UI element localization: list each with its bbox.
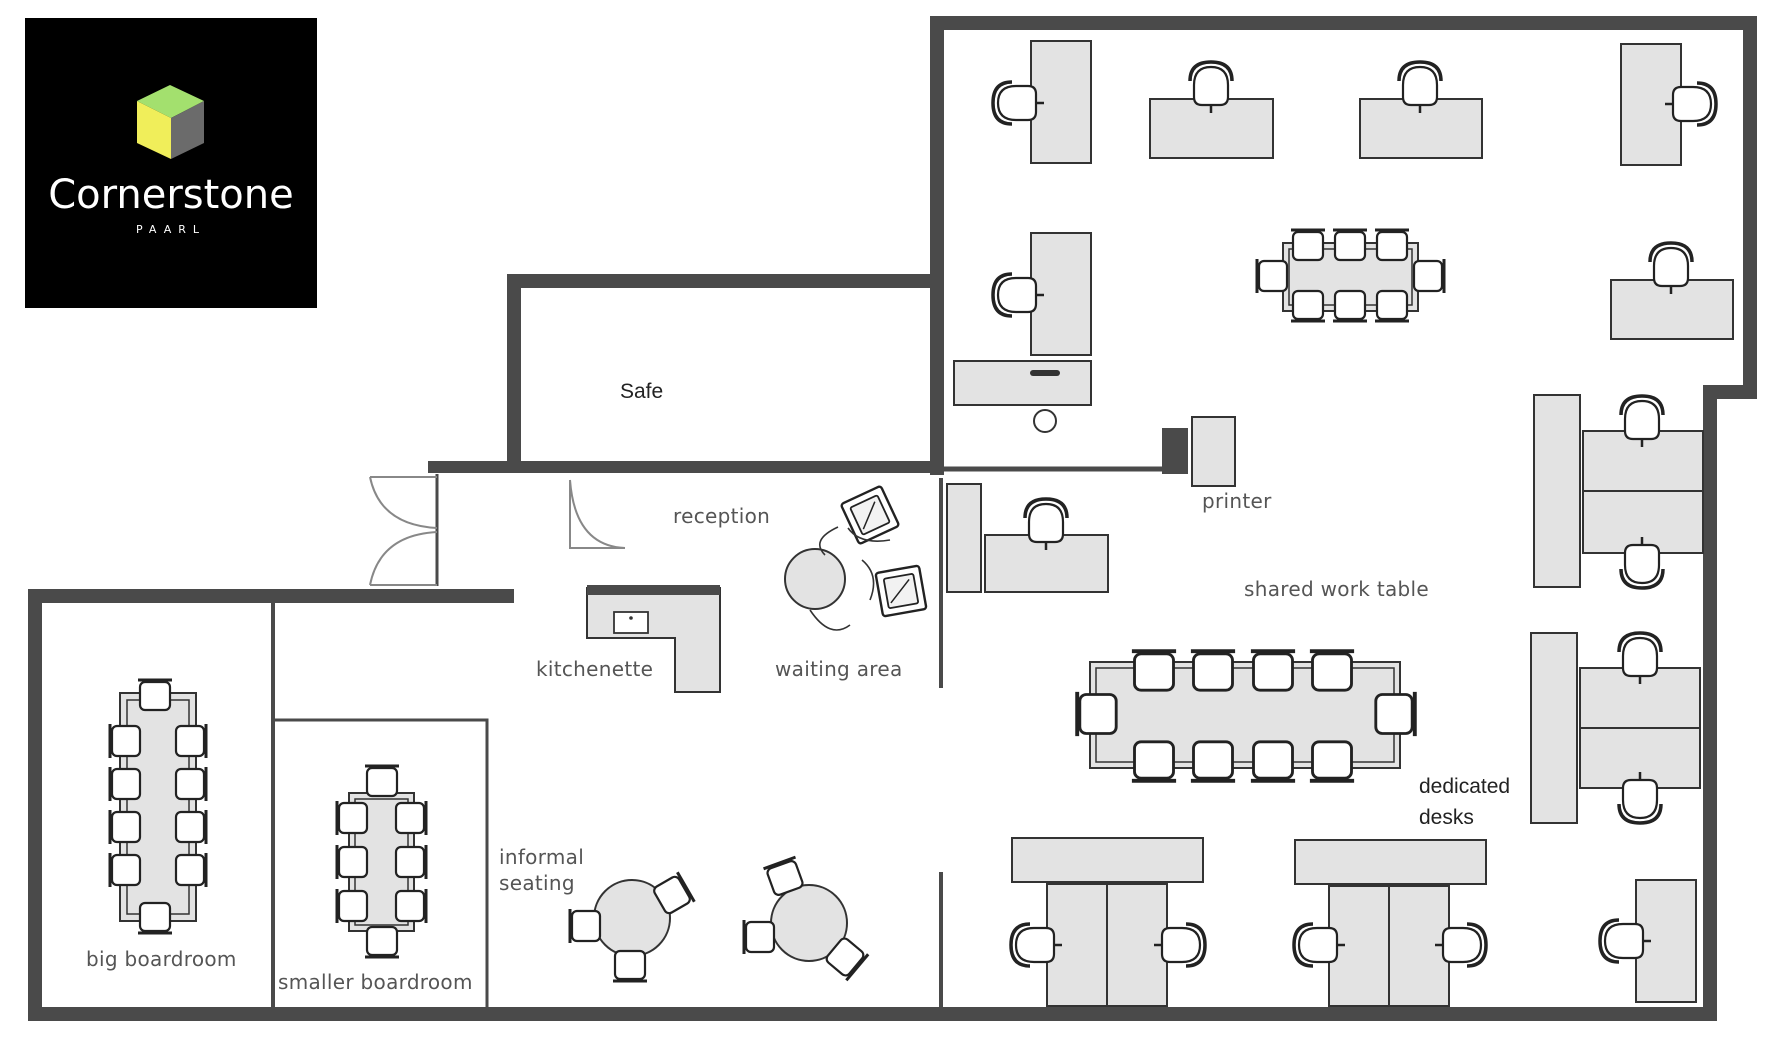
small-meeting-table bbox=[1255, 228, 1446, 323]
walls bbox=[28, 16, 1757, 1021]
label-informal: informal bbox=[499, 845, 584, 869]
cube-icon bbox=[137, 85, 204, 159]
reception-desk bbox=[946, 483, 1109, 593]
informal-seating bbox=[568, 855, 870, 983]
open-office-desks bbox=[953, 40, 1734, 433]
doors bbox=[369, 476, 626, 586]
label-smaller-boardroom: smaller boardroom bbox=[278, 970, 473, 994]
printer bbox=[1191, 416, 1236, 487]
logo-name: Cornerstone bbox=[48, 172, 294, 218]
waiting-area-furniture bbox=[784, 484, 928, 631]
bottom-desk-pods bbox=[1009, 837, 1697, 1007]
label-dedicated: dedicated bbox=[1419, 775, 1510, 798]
smaller-boardroom-table bbox=[335, 764, 428, 959]
label-kitchenette: kitchenette bbox=[536, 657, 653, 681]
label-reception: reception bbox=[673, 504, 770, 528]
shared-work-table bbox=[1075, 649, 1417, 783]
label-seating: seating bbox=[499, 871, 575, 895]
dedicated-desks-right bbox=[1530, 394, 1704, 825]
label-big-boardroom: big boardroom bbox=[86, 947, 237, 971]
label-safe: Safe bbox=[620, 380, 663, 403]
label-waiting-area: waiting area bbox=[775, 657, 903, 681]
label-shared-work-table: shared work table bbox=[1244, 577, 1429, 601]
kitchenette bbox=[586, 585, 721, 693]
logo-subtitle: PAARL bbox=[136, 223, 206, 236]
label-desks: desks bbox=[1419, 806, 1474, 829]
label-printer: printer bbox=[1202, 489, 1272, 513]
cornerstone-logo: Cornerstone PAARL bbox=[25, 18, 317, 308]
big-boardroom-table bbox=[108, 678, 208, 935]
